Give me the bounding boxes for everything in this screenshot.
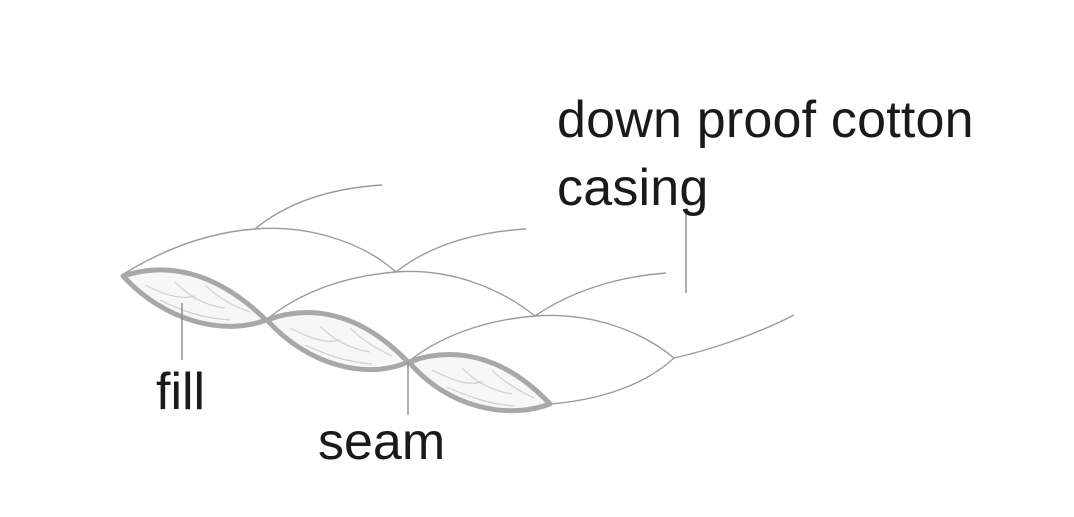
- casing-bottom-end: [549, 357, 675, 405]
- label-casing: down proof cotton casing: [557, 86, 974, 222]
- casing-front-arc-2: [534, 272, 667, 317]
- label-seam: seam: [318, 413, 446, 471]
- label-casing-line2: casing: [557, 159, 709, 217]
- label-fill: fill: [156, 363, 206, 421]
- label-casing-line1: down proof cotton: [557, 91, 974, 149]
- fill-texture: [144, 281, 535, 407]
- casing-top-arc-2: [254, 184, 383, 230]
- casing-mid-arc-2: [395, 228, 527, 273]
- casing-tail-arc: [673, 314, 795, 359]
